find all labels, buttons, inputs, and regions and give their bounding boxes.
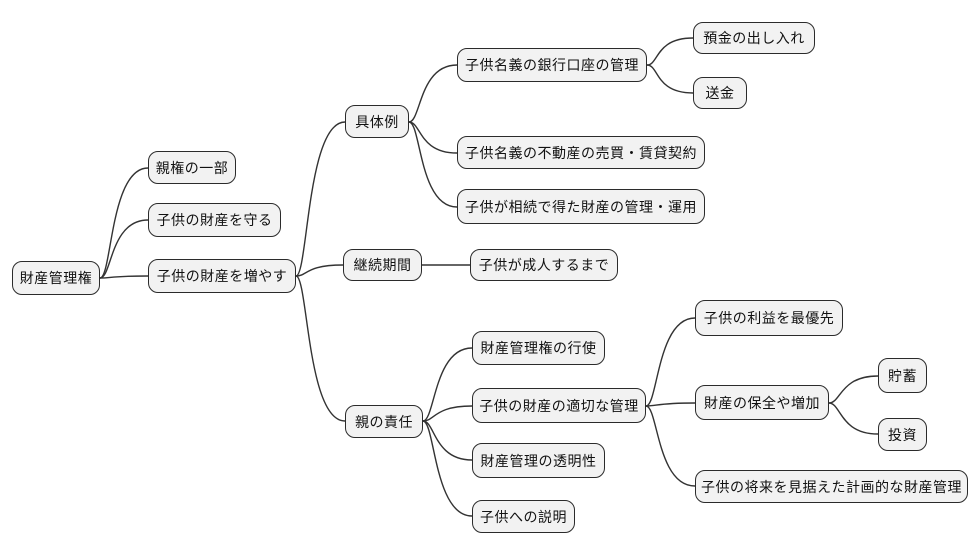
node-label: 子供の将来を見据えた計画的な財産管理 <box>701 478 962 495</box>
node-label: 子供名義の不動産の売買・賃貸契約 <box>465 144 697 161</box>
edge-responsibility-to-transparency <box>422 420 473 461</box>
node-explanation-to-child[interactable]: 子供への説明 <box>472 500 575 533</box>
node-until-adulthood[interactable]: 子供が成人するまで <box>470 249 618 281</box>
node-label: 親権の一部 <box>155 159 229 176</box>
node-duration[interactable]: 継続期間 <box>343 249 422 281</box>
node-label: 具体例 <box>355 113 399 130</box>
node-label: 預金の出し入れ <box>703 30 805 46</box>
edge-responsibility-to-exercise <box>422 347 473 422</box>
node-label: 貯蓄 <box>888 367 917 384</box>
edge-root-to-increase-child-assets <box>99 275 149 279</box>
edge-examples-to-real-estate <box>408 121 458 154</box>
node-deposit-withdrawal[interactable]: 預金の出し入れ <box>693 22 815 54</box>
node-inherited-assets-management[interactable]: 子供が相続で得た財産の管理・運用 <box>457 189 705 224</box>
node-increase-child-assets[interactable]: 子供の財産を増やす <box>148 259 296 293</box>
edge-responsibility-to-proper-management <box>422 405 473 422</box>
edge-proper-to-child-interest <box>645 317 696 407</box>
edge-responsibility-to-explanation <box>422 420 473 517</box>
node-label: 子供の財産の適切な管理 <box>479 397 639 414</box>
node-protect-child-assets[interactable]: 子供の財産を守る <box>148 203 281 237</box>
node-investment[interactable]: 投資 <box>878 418 927 451</box>
node-label: 財産管理の透明性 <box>480 452 597 469</box>
node-label: 財産管理権 <box>19 270 93 286</box>
node-management-transparency[interactable]: 財産管理の透明性 <box>472 443 605 478</box>
node-label: 子供の財産を増やす <box>156 268 288 284</box>
node-label: 継続期間 <box>353 257 412 273</box>
node-label: 子供名義の銀行口座の管理 <box>465 57 639 73</box>
node-label: 子供が成人するまで <box>478 257 610 273</box>
node-exercise-of-right[interactable]: 財産管理権の行使 <box>472 331 605 365</box>
edge-bank-to-remittance <box>646 64 694 94</box>
node-real-estate-contracts[interactable]: 子供名義の不動産の売買・賃貸契約 <box>457 136 705 169</box>
node-label: 子供の財産を守る <box>156 212 273 228</box>
node-label: 親の責任 <box>355 413 413 430</box>
edge-examples-to-inherited-assets <box>408 121 458 208</box>
edge-bank-to-deposit-withdrawal <box>646 37 694 66</box>
node-label: 子供が相続で得た財産の管理・運用 <box>465 198 697 215</box>
edge-examples-to-bank-account <box>408 64 458 123</box>
edge-preserve-to-investment <box>828 402 879 435</box>
node-label: 財産の保全や増加 <box>704 394 820 411</box>
node-label: 子供の利益を最優先 <box>703 310 835 326</box>
node-child-interest-first[interactable]: 子供の利益を最優先 <box>695 300 843 336</box>
node-label: 送金 <box>705 85 735 101</box>
node-label: 子供への説明 <box>480 508 567 525</box>
node-remittance[interactable]: 送金 <box>693 77 747 109</box>
node-parental-authority-part[interactable]: 親権の一部 <box>148 151 236 184</box>
edge-increase-to-concrete-examples <box>295 121 346 277</box>
node-label: 財産管理権の行使 <box>480 340 597 356</box>
node-savings[interactable]: 貯蓄 <box>878 358 927 393</box>
node-label: 投資 <box>888 426 917 443</box>
node-proper-asset-management[interactable]: 子供の財産の適切な管理 <box>472 388 646 423</box>
node-concrete-examples[interactable]: 具体例 <box>345 105 409 138</box>
edge-preserve-to-savings <box>828 375 879 404</box>
node-parental-responsibility[interactable]: 親の責任 <box>345 405 423 438</box>
node-property-management-right[interactable]: 財産管理権 <box>12 261 100 295</box>
node-preserve-increase-assets[interactable]: 財産の保全や増加 <box>695 385 829 420</box>
node-bank-account-management[interactable]: 子供名義の銀行口座の管理 <box>457 48 647 82</box>
edge-proper-to-preserve-increase <box>645 402 696 407</box>
edge-proper-to-planned-future <box>645 405 696 487</box>
edge-root-to-protect-child-assets <box>99 219 149 279</box>
node-planned-future-management[interactable]: 子供の将来を見据えた計画的な財産管理 <box>695 470 968 503</box>
edge-root-to-parental-authority-part <box>99 167 149 279</box>
edge-increase-to-parental-responsibility <box>295 275 346 422</box>
edge-increase-to-duration <box>295 264 344 277</box>
